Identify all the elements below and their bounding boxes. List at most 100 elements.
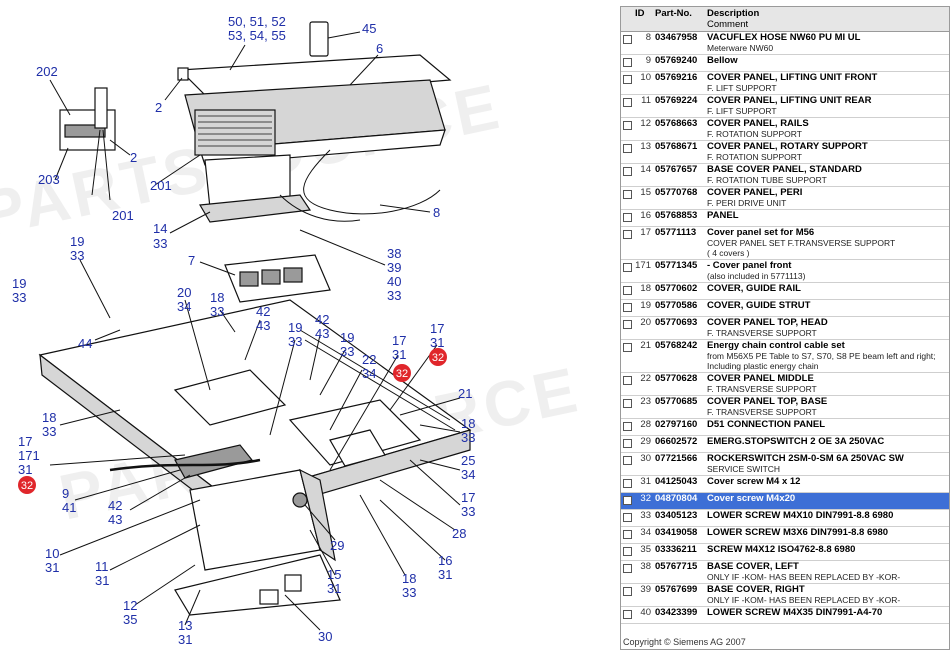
header-description-label: Description [707,8,760,19]
row-checkbox[interactable] [623,75,632,84]
row-checkbox-cell [621,606,633,624]
bellow-cover [174,444,254,479]
row-comment: (also included in 5771113) [707,271,806,281]
row-checkbox[interactable] [623,144,632,153]
callout-label: 42 [315,312,329,327]
row-description: BASE COVER PANEL, STANDARD [707,164,862,175]
row-checkbox[interactable] [623,587,632,596]
red-marker-label: 32 [432,352,444,364]
row-comment: SERVICE SWITCH [707,464,781,474]
row-checkbox[interactable] [623,456,632,465]
row-part-no: 03419058 [653,526,705,544]
head-panel [173,369,287,426]
callout-label: 7 [188,253,195,268]
row-checkbox[interactable] [623,190,632,199]
row-checkbox[interactable] [623,530,632,539]
row-comment: F. TRANSVERSE SUPPORT [707,384,817,394]
row-id: 23 [633,395,653,419]
callout-label: 34 [177,299,191,314]
bellow-hose [279,194,361,222]
row-checkbox[interactable] [623,286,632,295]
row-description: COVER PANEL TOP, HEAD [707,317,828,328]
row-checkbox[interactable] [623,98,632,107]
row-checkbox[interactable] [623,263,632,272]
row-checkbox[interactable] [623,547,632,556]
row-checkbox[interactable] [623,610,632,619]
callout-label: 20 [177,285,191,300]
row-checkbox[interactable] [623,479,632,488]
row-checkbox[interactable] [623,422,632,431]
row-checkbox[interactable] [623,564,632,573]
callout-label: 33 [70,248,84,263]
callouts: 50, 51, 52 53, 54, 55 45 6 2 202 2 203 2… [12,14,475,647]
row-checkbox-cell [621,560,633,584]
row-description-cell: SCREW M4X12 ISO4762-8.8 6980 [705,543,949,561]
row-checkbox[interactable] [623,343,632,352]
callout-label: 6 [376,41,383,56]
upper-assembly [177,21,452,223]
header-id[interactable]: ID [633,7,653,32]
row-checkbox[interactable] [623,230,632,239]
callout-label: 42 [108,498,122,513]
row-checkbox[interactable] [623,513,632,522]
row-comment: from M56X5 PE Table to S7, S70, S8 PE be… [707,351,936,371]
clamp-part-2 [177,67,189,81]
row-checkbox[interactable] [623,121,632,130]
row-id: 31 [633,475,653,493]
row-checkbox[interactable] [623,303,632,312]
row-checkbox-cell [621,282,633,300]
row-checkbox[interactable] [623,439,632,448]
header-description[interactable]: Description Comment [705,7,949,32]
row-comment: Meterware NW60 [707,43,774,53]
row-checkbox[interactable] [623,399,632,408]
row-checkbox[interactable] [623,496,632,505]
row-comment: COVER PANEL SET F.TRANSVERSE SUPPORT ( 4… [707,238,896,258]
row-description: COVER PANEL MIDDLE [707,373,814,384]
row-checkbox[interactable] [623,213,632,222]
row-checkbox[interactable] [623,35,632,44]
header-part-no[interactable]: Part-No. [653,7,705,32]
callout-label: 33 [461,430,475,445]
parts-table-header: ID Part-No. Description Comment [621,7,949,32]
callout-label: 21 [458,386,472,401]
callout-label: 35 [123,612,137,627]
row-checkbox[interactable] [623,320,632,329]
row-description: LOWER SCREW M4X35 DIN7991-A4-70 [707,607,883,618]
callout-label: 31 [392,347,406,362]
row-checkbox[interactable] [623,58,632,67]
callout-label: 16 [438,553,452,568]
row-checkbox[interactable] [623,376,632,385]
row-checkbox[interactable] [623,167,632,176]
